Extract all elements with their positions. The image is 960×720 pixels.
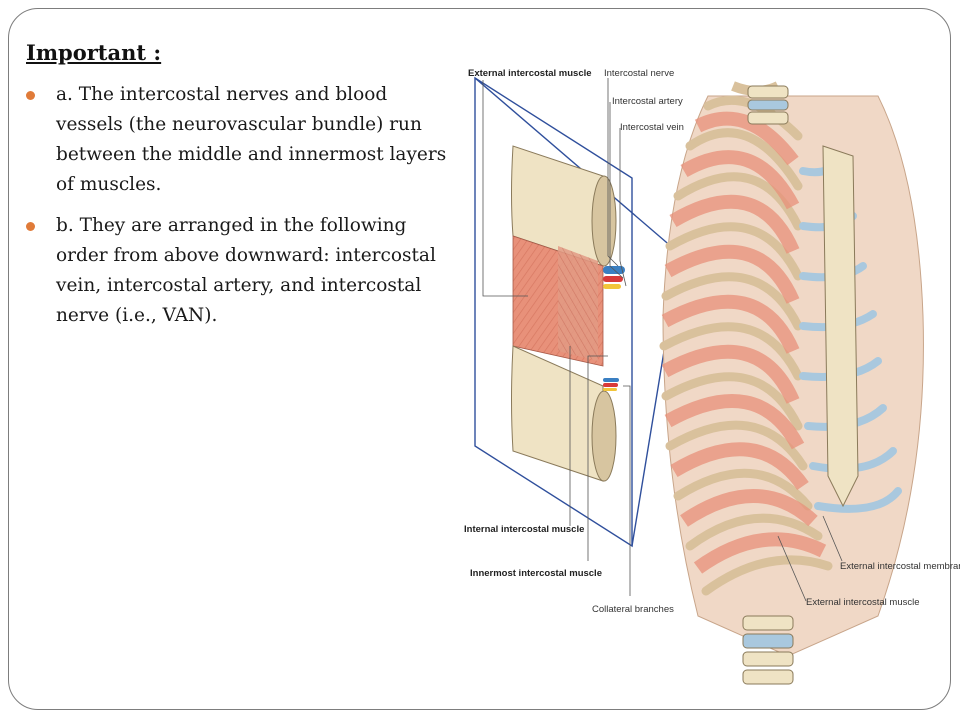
label-external-intercostal-membrane: External intercostal membrane — [840, 561, 960, 572]
bullet-text: b. They are arranged in the following or… — [56, 215, 436, 326]
label-external-intercostal-muscle: External intercostal muscle — [468, 68, 592, 79]
leader-lines — [482, 78, 843, 602]
thorax-drawing — [474, 76, 924, 685]
bullet-list: a. The intercostal nerves and blood vess… — [24, 80, 454, 342]
label-intercostal-vein: Intercostal vein — [620, 122, 684, 133]
rib-cage — [659, 81, 924, 685]
bullet-dot-icon — [26, 222, 35, 231]
label-innermost-intercostal-muscle: Innermost intercostal muscle — [470, 568, 602, 579]
label-intercostal-artery: Intercostal artery — [612, 96, 683, 107]
label-internal-intercostal-muscle: Internal intercostal muscle — [464, 524, 585, 535]
thorax-illustration: External intercostal muscle Intercostal … — [458, 56, 960, 706]
slide-title: Important : — [26, 40, 162, 65]
bullet-item: a. The intercostal nerves and blood vess… — [24, 80, 454, 200]
label-collateral-branches: Collateral branches — [592, 604, 674, 615]
label-intercostal-nerve: Intercostal nerve — [604, 68, 675, 79]
bullet-text: a. The intercostal nerves and blood vess… — [56, 84, 447, 195]
vertebral-column — [742, 85, 794, 685]
bullet-dot-icon — [26, 91, 35, 100]
bullet-item: b. They are arranged in the following or… — [24, 211, 454, 331]
label-external-intercostal-muscle-bottom: External intercostal muscle — [806, 597, 920, 608]
sternum — [822, 145, 859, 508]
